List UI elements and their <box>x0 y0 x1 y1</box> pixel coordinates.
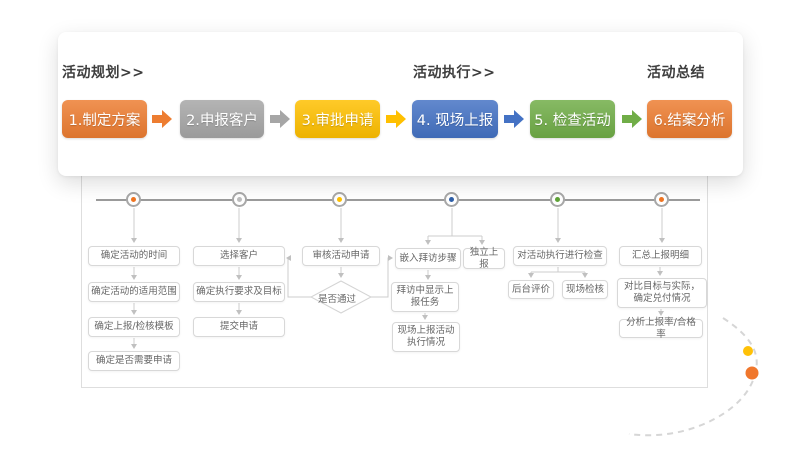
timeline-dot-2 <box>232 192 247 207</box>
timeline-dot-5 <box>550 192 565 207</box>
timeline-dot-1-core <box>131 197 136 202</box>
step-arrow-5-icon <box>622 110 642 128</box>
node-review-application: 审核活动申请 <box>302 246 380 266</box>
node-submit-application: 提交申请 <box>193 317 285 337</box>
step-arrow-2-icon <box>270 110 290 128</box>
node-check-execution: 对活动执行进行检查 <box>513 246 607 266</box>
section-title-summary: 活动总结 <box>647 65 705 81</box>
node-exec-requirements-targets: 确定执行要求及目标 <box>193 282 285 302</box>
step-arrow-3-icon <box>386 110 406 128</box>
step-arrow-1-icon <box>152 110 172 128</box>
node-embed-visit-steps: 嵌入拜访步骤 <box>395 248 461 269</box>
decor-dot-large <box>745 366 759 380</box>
process-steps-card <box>58 32 743 176</box>
node-select-customer: 选择客户 <box>193 246 285 266</box>
step-2-declare-customer: 2.申报客户 <box>180 100 264 138</box>
node-summary-report-detail: 汇总上报明细 <box>619 246 702 266</box>
step-3-approve-application: 3.审批申请 <box>295 100 380 138</box>
step-5-check-activity: 5. 检查活动 <box>530 100 615 138</box>
node-need-application: 确定是否需要申请 <box>88 351 180 371</box>
section-title-planning: 活动规划>> <box>62 65 145 81</box>
timeline-dot-3 <box>332 192 347 207</box>
timeline-line <box>96 199 700 201</box>
timeline-dot-3-core <box>337 197 342 202</box>
decor-dot-small <box>743 346 753 356</box>
node-backend-evaluation: 后台评价 <box>508 280 554 299</box>
decision-diamond <box>309 280 373 314</box>
decision-pass-label: 是否通过 <box>318 294 357 305</box>
timeline-dot-4 <box>444 192 459 207</box>
timeline-dot-5-core <box>555 197 560 202</box>
node-onsite-report-status: 现场上报活动执行情况 <box>392 322 460 352</box>
timeline-dot-4-core <box>449 197 454 202</box>
timeline-dot-1 <box>126 192 141 207</box>
decor-dashed-curve <box>628 317 758 437</box>
step-4-onsite-report: 4. 现场上报 <box>412 100 498 138</box>
timeline-dot-6 <box>654 192 669 207</box>
section-title-execution: 活动执行>> <box>413 65 496 81</box>
step-1-make-plan: 1.制定方案 <box>62 100 147 138</box>
node-onsite-check: 现场检核 <box>562 280 608 299</box>
node-activity-scope: 确定活动的适用范围 <box>88 282 180 302</box>
node-activity-time: 确定活动的时间 <box>88 246 180 266</box>
step-arrow-4-icon <box>504 110 524 128</box>
node-visit-show-tasks: 拜访中显示上报任务 <box>391 282 459 312</box>
step-6-closing-analysis: 6.结案分析 <box>647 100 732 138</box>
node-analyze-report-rate: 分析上报率/合格率 <box>619 317 703 340</box>
node-compare-target-actual: 对比目标与实际，确定兑付情况 <box>617 278 707 308</box>
node-report-check-template: 确定上报/检核模板 <box>88 317 180 337</box>
timeline-dot-2-core <box>237 197 242 202</box>
timeline-dot-6-core <box>659 197 664 202</box>
node-independent-report: 独立上报 <box>463 247 505 270</box>
